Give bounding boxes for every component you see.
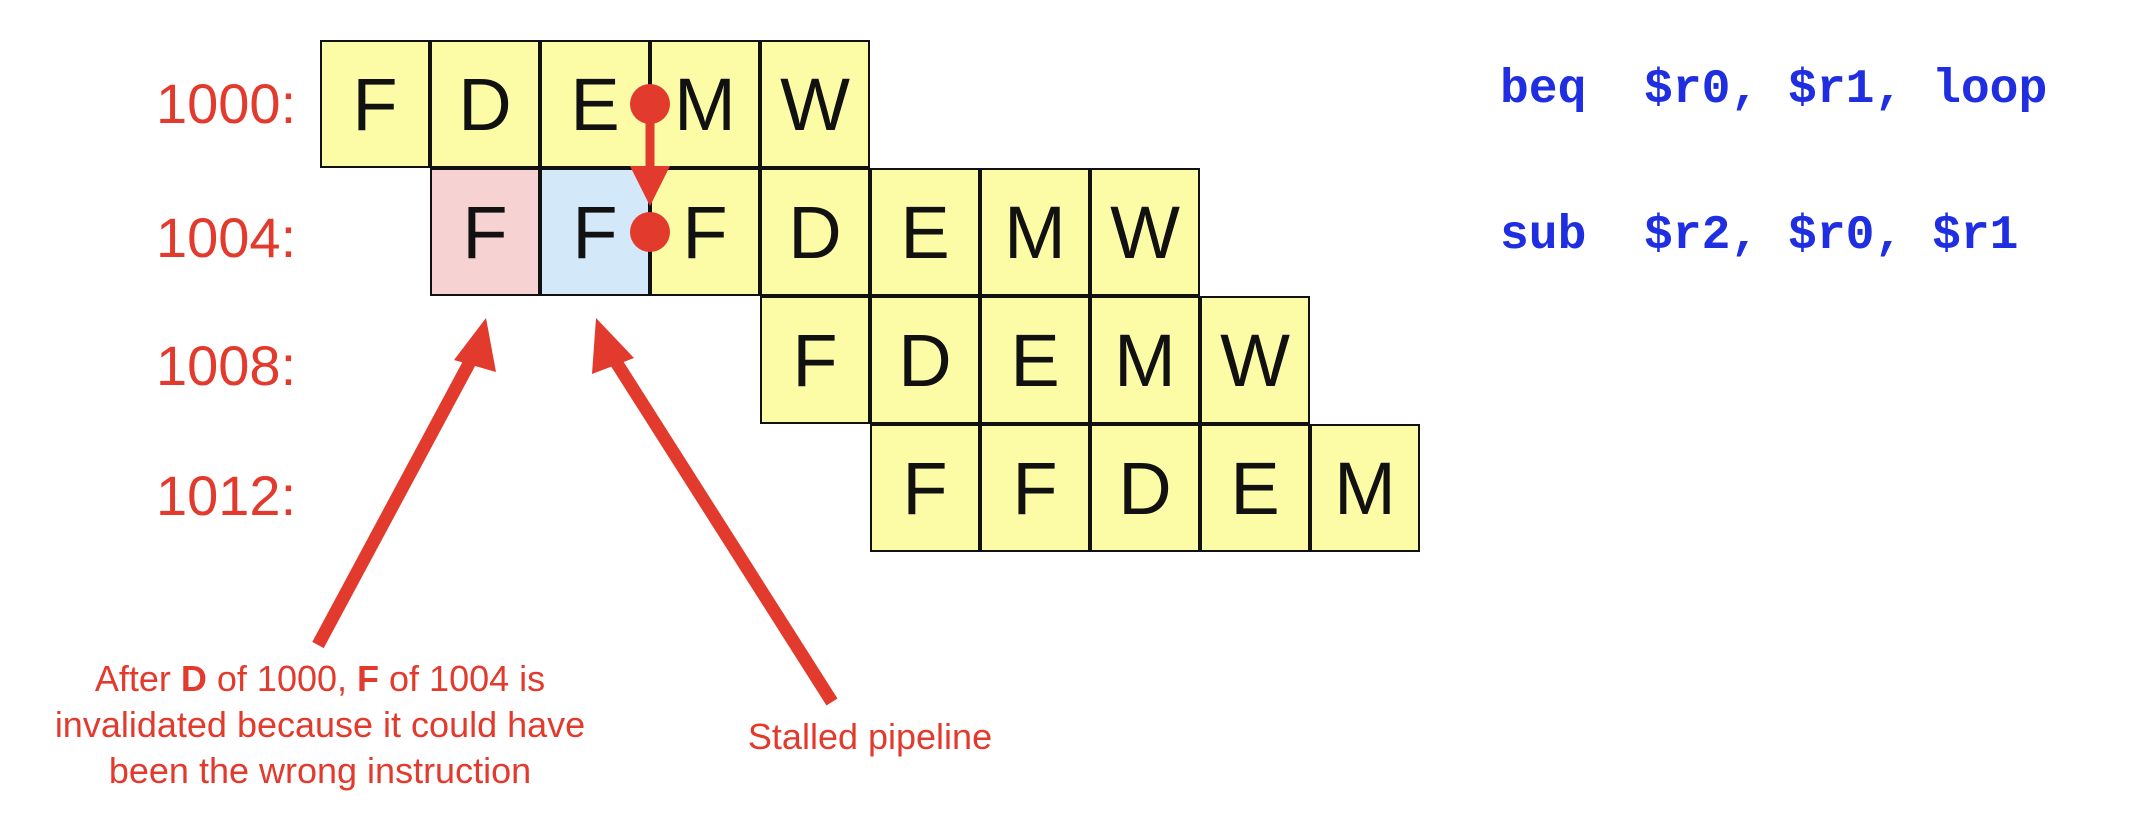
instruction-beq: beq $r0, $r1, loop <box>1500 63 2048 117</box>
invalidated-annotation-line2: invalidated because it could have <box>54 704 586 746</box>
stage-cell-1008-memory: M <box>1090 296 1200 424</box>
stage-cell-1000-writeback: W <box>760 40 870 168</box>
address-label-1012: 1012: <box>156 464 297 527</box>
stage-cell-1004-invalidated-fetch: F <box>430 168 540 296</box>
stage-cell-1000-memory: M <box>650 40 760 168</box>
stage-cell-1012-memory: M <box>1310 424 1420 552</box>
stage-cell-1004-decode: D <box>760 168 870 296</box>
stage-cell-1004-stalled-fetch: F <box>540 168 650 296</box>
stage-cell-1008-fetch: F <box>760 296 870 424</box>
stage-cell-1012-execute: E <box>1200 424 1310 552</box>
invalidated-callout-arrow <box>312 318 496 649</box>
stage-cell-1000-fetch: F <box>320 40 430 168</box>
stage-cell-1012-decode: D <box>1090 424 1200 552</box>
invalidated-annotation: After D of 1000, F of 1004 is invalidate… <box>20 656 620 794</box>
stage-cell-1008-writeback: W <box>1200 296 1310 424</box>
invalidated-annotation-line1: After D of 1000, F of 1004 is <box>94 658 546 699</box>
address-label-1000: 1000: <box>156 72 297 135</box>
instruction-sub: sub $r2, $r0, $r1 <box>1500 209 2019 263</box>
stage-cell-1004-writeback: W <box>1090 168 1200 296</box>
stage-cell-1008-execute: E <box>980 296 1090 424</box>
stage-cell-1000-execute: E <box>540 40 650 168</box>
stage-cell-1004-execute: E <box>870 168 980 296</box>
stage-cell-1000-decode: D <box>430 40 540 168</box>
address-label-1004: 1004: <box>156 206 297 269</box>
stalled-annotation: Stalled pipeline <box>747 716 993 757</box>
stage-cell-1004-fetch: F <box>650 168 760 296</box>
stage-cell-1012-fetch-1: F <box>870 424 980 552</box>
stage-cell-1012-fetch-2: F <box>980 424 1090 552</box>
invalidated-annotation-line3: been the wrong instruction <box>108 750 532 792</box>
stage-cell-1008-decode: D <box>870 296 980 424</box>
stage-cell-1004-memory: M <box>980 168 1090 296</box>
address-label-1008: 1008: <box>156 334 297 397</box>
